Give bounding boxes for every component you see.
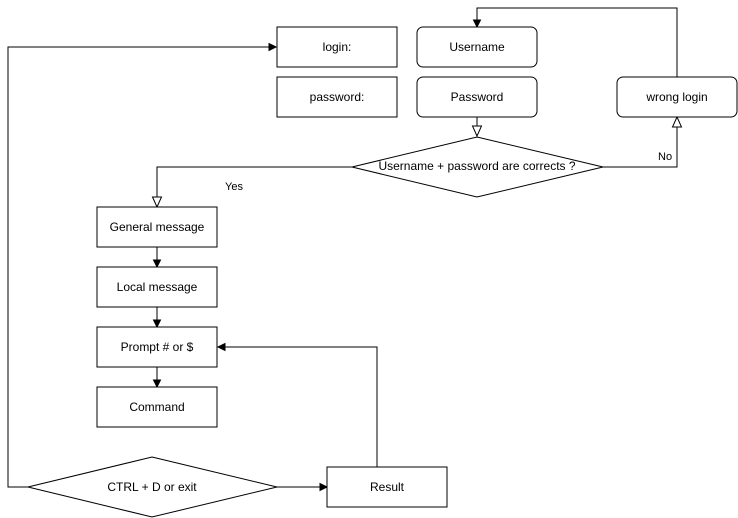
edge-label-yes: Yes: [225, 181, 243, 193]
node-prompt-text: Prompt # or $: [121, 340, 194, 354]
node-password-label-text: password:: [310, 90, 365, 104]
node-username: Username: [416, 26, 538, 68]
node-password-label: password:: [276, 76, 398, 118]
node-login-label: login:: [276, 26, 398, 68]
node-wrong-login: wrong login: [616, 76, 738, 118]
node-prompt: Prompt # or $: [96, 326, 218, 368]
node-local-message: Local message: [96, 266, 218, 308]
edge-prompt-to-command: [152, 367, 162, 389]
edge-general-to-local: [152, 247, 162, 269]
node-password: Password: [416, 76, 538, 118]
node-check-decision-text: Username + password are corrects ?: [378, 159, 575, 173]
node-command: Command: [96, 386, 218, 428]
edge-result-to-prompt: [216, 342, 378, 467]
node-general-message: General message: [96, 206, 218, 248]
node-general-message-text: General message: [110, 220, 205, 234]
edge-wrong-login-to-username: [472, 7, 678, 77]
edge-check-yes: [151, 166, 352, 209]
node-exit-decision-text: CTRL + D or exit: [107, 480, 197, 494]
node-check-decision: Username + password are corrects ?: [351, 136, 604, 198]
edge-label-no: No: [658, 151, 672, 163]
node-wrong-login-text: wrong login: [645, 90, 707, 104]
node-local-message-text: Local message: [117, 280, 198, 294]
edge-exit-to-login: [7, 42, 278, 488]
node-result: Result: [326, 466, 448, 508]
edge-exit-to-result: [277, 482, 329, 492]
edge-local-to-prompt: [152, 307, 162, 329]
edge-check-no: [603, 115, 683, 168]
node-result-text: Result: [370, 480, 405, 494]
node-command-text: Command: [129, 400, 184, 414]
node-username-text: Username: [449, 40, 505, 54]
node-exit-decision: CTRL + D or exit: [27, 456, 278, 518]
edge-password-to-check: [471, 117, 483, 138]
node-password-text: Password: [451, 90, 504, 104]
node-login-label-text: login:: [323, 40, 352, 54]
